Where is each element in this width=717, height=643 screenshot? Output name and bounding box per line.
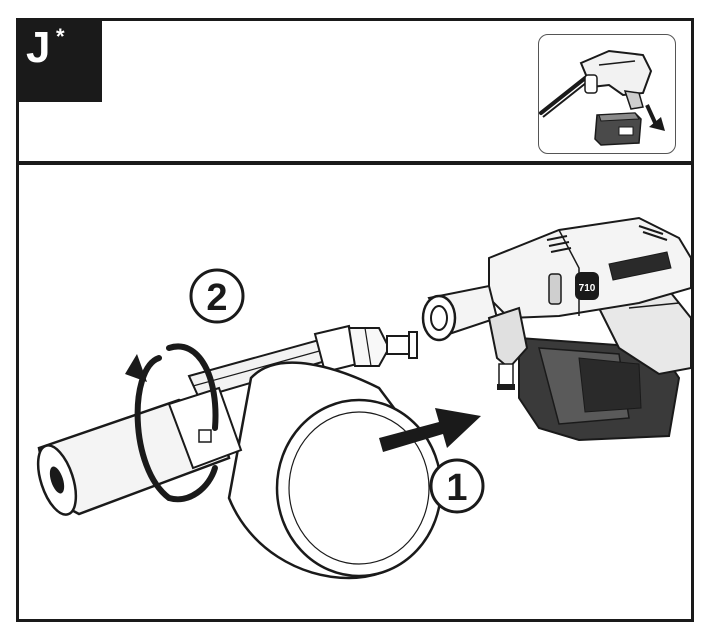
nozzle-collar — [167, 386, 243, 470]
push-arrow-icon — [379, 408, 481, 452]
header-divider — [16, 161, 694, 165]
gun-outlet-hole — [430, 305, 448, 331]
thumb-handle — [623, 90, 644, 110]
gun-model-text: 710 — [579, 283, 596, 294]
gun-trigger-area — [487, 306, 529, 370]
main-illustration-svg: 710 — [36, 216, 691, 580]
gun-hose-connector — [498, 363, 514, 387]
thumbnail-illustration — [539, 49, 665, 146]
foam-cannon-bottle — [227, 361, 443, 580]
pressure-washer-gun: 710 — [421, 216, 691, 442]
lance-hex-nut — [347, 327, 391, 367]
step-letter: J — [26, 23, 51, 72]
thumb-lance-edge — [542, 78, 592, 118]
gun-label-strip — [608, 251, 672, 281]
battery-removal-thumbnail — [538, 34, 676, 154]
bottle-end-rim — [288, 411, 430, 565]
thumb-lance — [539, 73, 591, 115]
lance-assembly — [187, 324, 418, 400]
thumb-battery — [594, 112, 642, 146]
gun-hose-connector-ring — [497, 384, 515, 390]
gun-main-body — [488, 216, 691, 320]
gun-vents — [546, 225, 668, 253]
rotate-arrow-icon — [125, 343, 219, 503]
main-illustration: 710 — [19, 168, 691, 619]
callout-1-circle — [429, 458, 485, 514]
gun-grip-pad — [548, 273, 562, 305]
nozzle-orifice — [49, 466, 65, 494]
lance-connector-tip — [408, 331, 418, 359]
step-label-tab: J * — [16, 18, 102, 102]
nozzle-marker — [198, 429, 212, 443]
gun-handle-line — [628, 302, 680, 309]
callout-2: 2 — [189, 268, 245, 324]
spray-nozzle — [36, 386, 243, 516]
callout-1: 1 — [429, 458, 485, 514]
gun-model-badge — [575, 272, 599, 300]
thumb-gun-detail — [598, 60, 636, 66]
step-footnote-mark: * — [56, 24, 65, 49]
bottle-end — [275, 398, 443, 578]
lance-tube-line — [192, 349, 324, 387]
callout-1-number: 1 — [446, 467, 467, 509]
thumb-nozzle — [584, 74, 598, 94]
removal-arrow-icon — [645, 104, 665, 131]
callout-2-number: 2 — [206, 277, 227, 319]
lance-hex-edge — [364, 327, 372, 367]
gun-battery-panel — [578, 357, 642, 413]
callout-2-circle — [189, 268, 245, 324]
